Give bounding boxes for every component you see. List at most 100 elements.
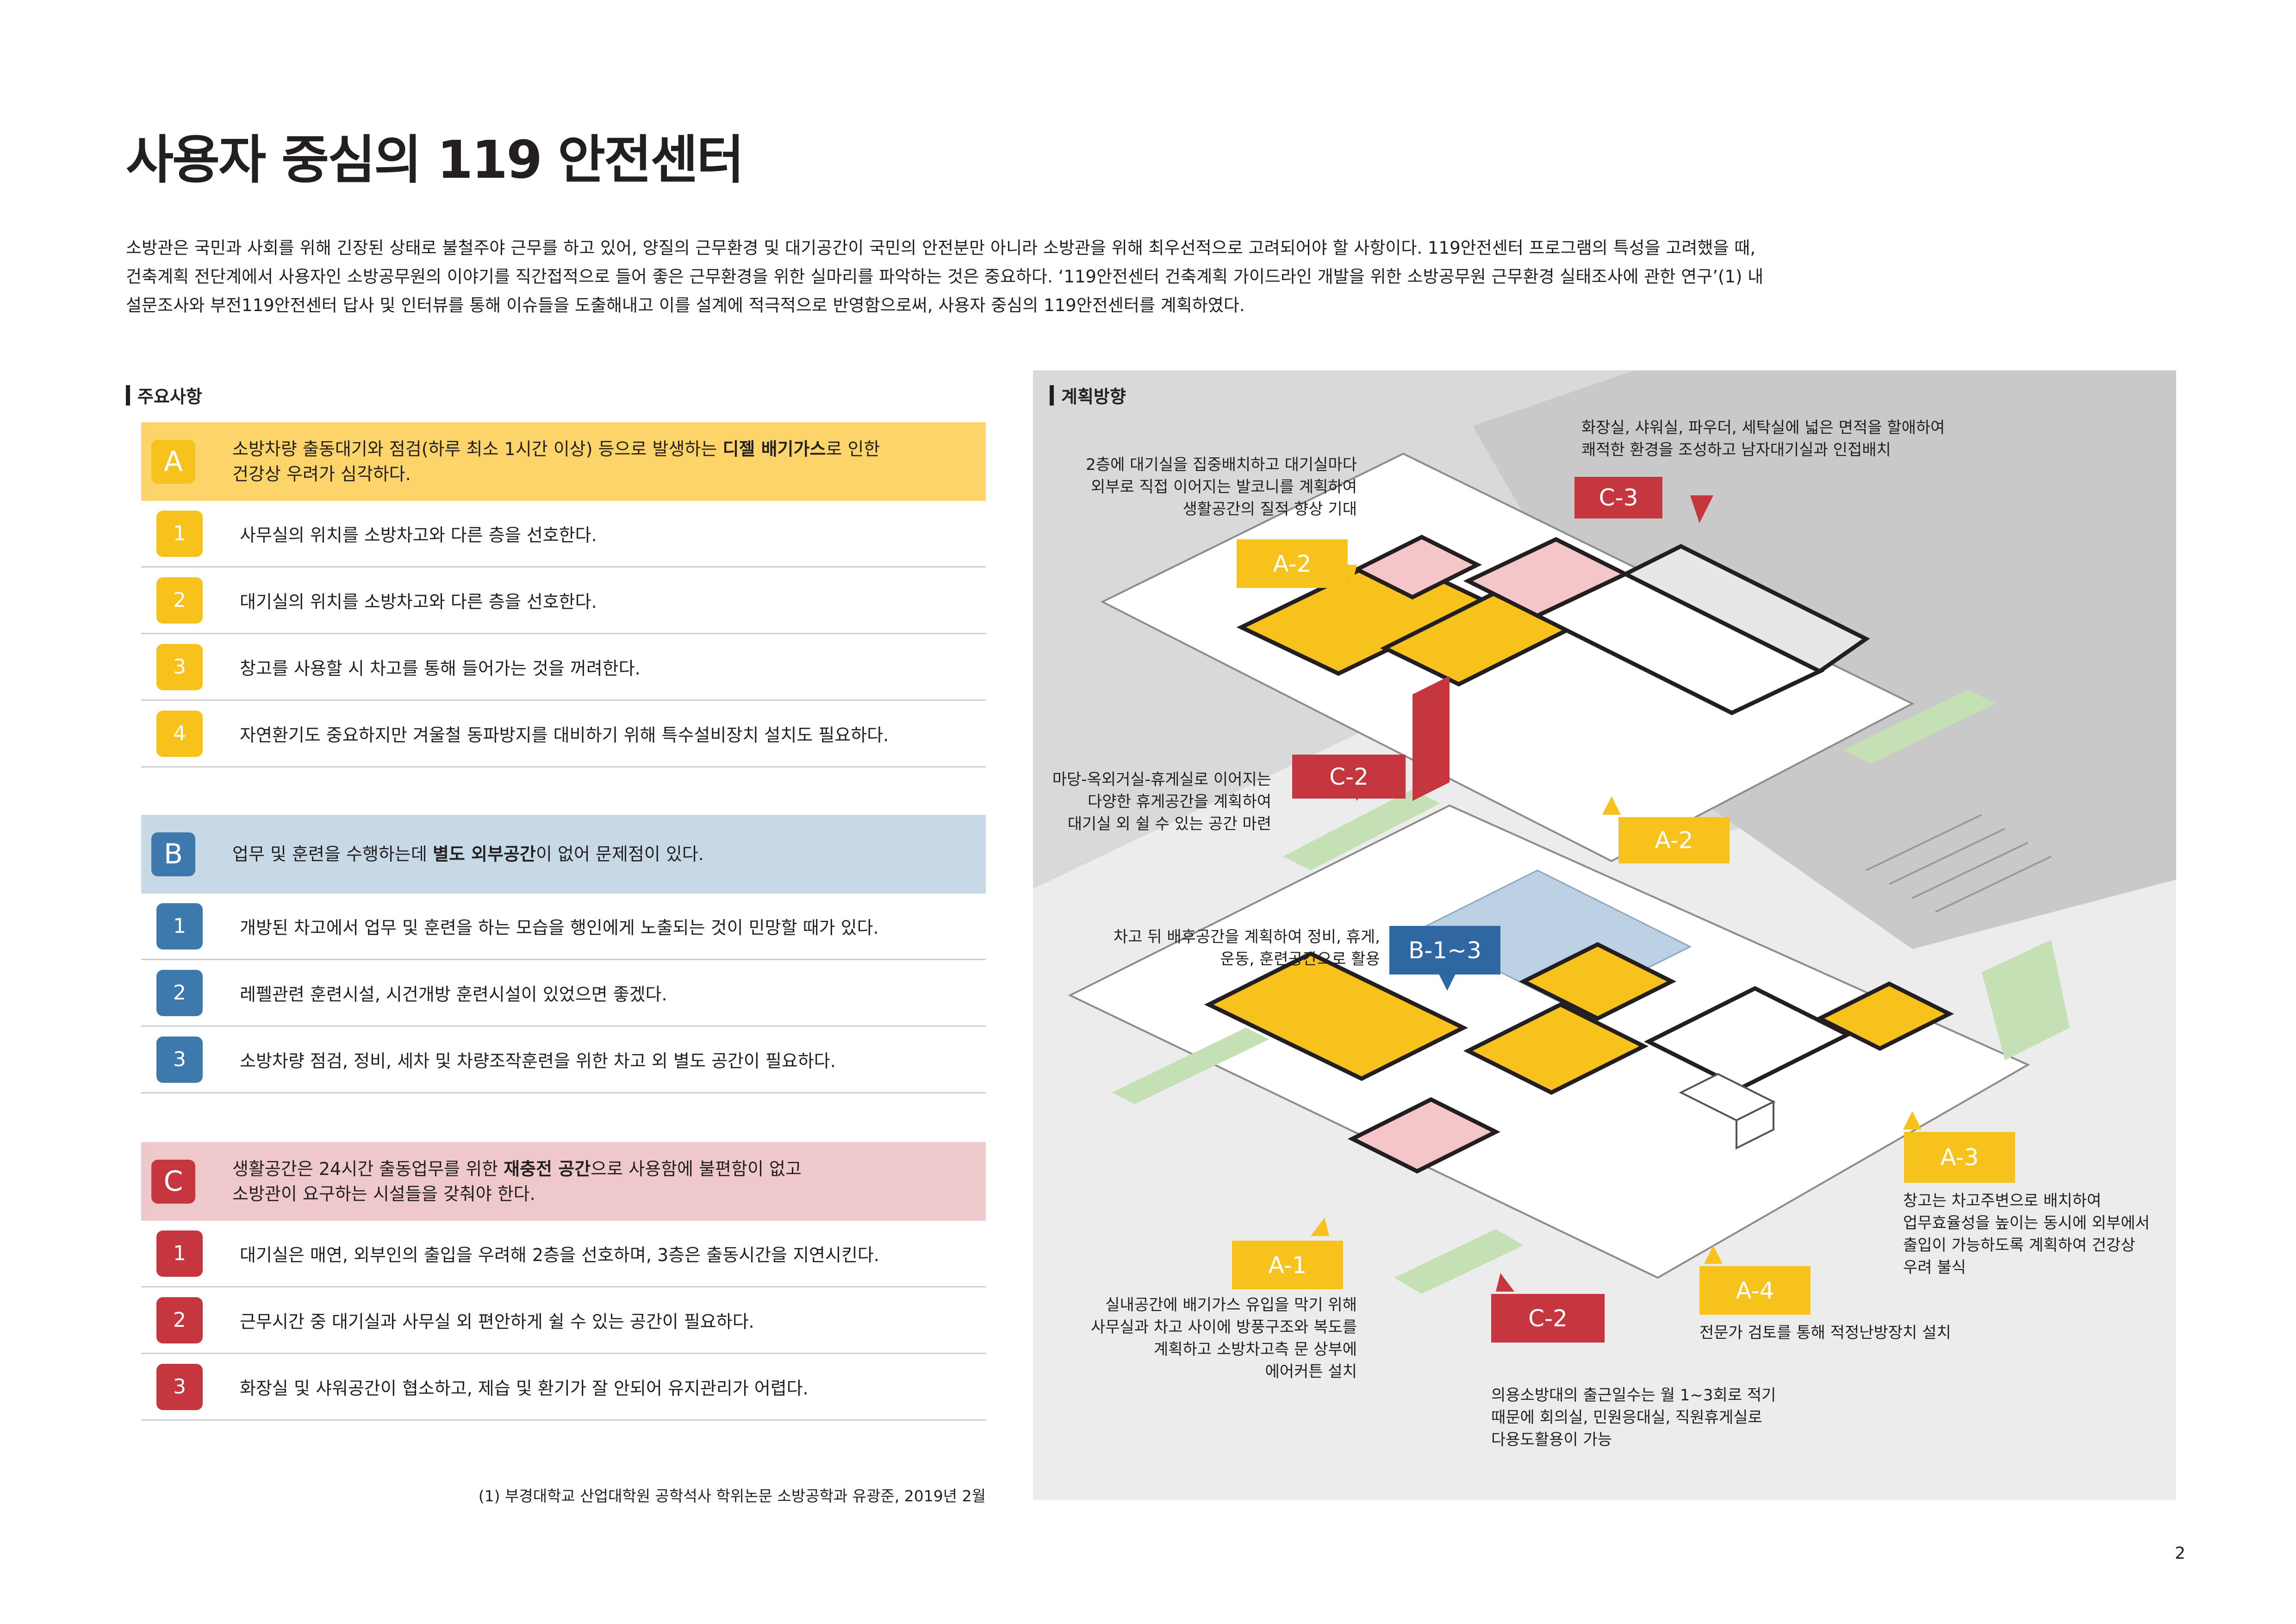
parking-lines [1866,814,2052,913]
fire-truck [1679,1073,1776,1150]
callout-line: 전문가 검토를 통해 적정난방장치 설치 [1699,1324,1951,1342]
pointer [1704,1245,1723,1264]
callout-line: 때문에 회의실, 민원응대실, 직원휴게실로 [1491,1408,1762,1427]
callout-line: 화장실, 샤워실, 파우더, 세탁실에 넓은 면적을 할애하여 [1581,418,1945,437]
statement-emphasis: 디젤 배기가스 [722,439,826,459]
heading-bar [126,385,130,406]
group-c-badge: C [151,1159,195,1204]
upper-building [1236,534,1870,716]
statement-text: 생활공간은 24시간 출동업무를 위한 [232,1159,504,1179]
item-number: 1 [156,510,203,557]
item-number: 3 [156,643,203,690]
section-heading-key-issues: 주요사항 [126,382,202,408]
intro-line: 건축계획 전단계에서 사용자인 소방공무원의 이야기를 직간접적으로 들어 좋은… [126,267,1764,287]
tag-a1: A-1 [1232,1241,1343,1289]
page-title: 사용자 중심의 119 안전센터 [126,130,744,190]
statement-text: 으로 사용함에 불편함이 없고 [591,1159,802,1179]
callout-line: 대기실 외 쉴 수 있는 공간 마련 [1067,815,1271,833]
callout-line: 에어커튼 설치 [1265,1362,1357,1381]
group-c: C 생활공간은 24시간 출동업무를 위한 재충전 공간으로 사용함에 불편함이… [141,1142,986,1421]
section-heading-label: 주요사항 [137,387,202,407]
callout-line: 실내공간에 배기가스 유입을 막기 위해 [1105,1296,1357,1314]
statement-text: 로 인한 [826,439,880,459]
callout-line: 다용도활용이 가능 [1491,1430,1612,1449]
intro-line: 소방관은 국민과 사회를 위해 긴장된 상태로 불철주야 근무를 하고 있어, … [126,238,1756,258]
callout-b1-3: 차고 뒤 배후공간을 계획하여 정비, 휴게, 운동, 훈련공간으로 활용 [1114,926,1380,970]
group-b-header: B 업무 및 훈련을 수행하는데 별도 외부공간이 없어 문제점이 있다. [141,815,986,893]
statement-emphasis: 별도 외부공간 [432,844,536,864]
item-text: 사무실의 위치를 소방차고와 다른 층을 선호한다. [240,525,597,545]
callout-line: 운동, 훈련공간으로 활용 [1220,950,1380,968]
item-text: 소방차량 점검, 정비, 세차 및 차량조작훈련을 위한 차고 외 별도 공간이… [240,1051,836,1071]
pointer [1690,495,1713,523]
statement-text: 소방관이 요구하는 시설들을 갖춰야 한다. [232,1184,535,1204]
list-item: 3 창고를 사용할 시 차고를 통해 들어가는 것을 꺼려한다. [141,634,986,701]
item-text: 개방된 차고에서 업무 및 훈련을 하는 모습을 행인에게 노출되는 것이 민망… [240,918,879,938]
list-item: 2 근무시간 중 대기실과 사무실 외 편안하게 쉴 수 있는 공간이 필요하다. [141,1287,986,1354]
callout-line: 계획하고 소방차고측 문 상부에 [1153,1340,1357,1359]
footnote: (1) 부경대학교 산업대학원 공학석사 학위논문 소방공학과 유광준, 201… [478,1487,986,1505]
isometric-site-plan: C-3 A-2 C-2 A-2 B-1~3 A-3 A-1 A-4 C-2 화장… [1033,370,2176,1500]
section-heading-plan-direction: 계획방향 [1050,382,1126,408]
lawn [1982,940,2070,1060]
item-text: 자연환기도 중요하지만 겨울철 동파방지를 대비하기 위해 특수설비장치 설치도… [240,725,889,745]
statement-text: 업무 및 훈련을 수행하는데 [232,844,433,864]
item-number: 3 [156,1036,203,1083]
intro-paragraph: 소방관은 국민과 사회를 위해 긴장된 상태로 불철주야 근무를 하고 있어, … [126,234,2033,320]
lawn [1283,789,1440,870]
heading-bar [1050,385,1054,406]
item-number: 2 [156,1297,203,1343]
list-item: 1 사무실의 위치를 소방차고와 다른 층을 선호한다. [141,501,986,568]
item-text: 대기실의 위치를 소방차고와 다른 층을 선호한다. [240,592,597,612]
item-text: 창고를 사용할 시 차고를 통해 들어가는 것을 꺼려한다. [240,658,641,679]
callout-line: 외부로 직접 이어지는 발코니를 계획하여 [1091,478,1357,496]
item-number: 4 [156,710,203,757]
statement-text: 이 없어 문제점이 있다. [535,844,704,864]
intro-line: 설문조사와 부전119안전센터 답사 및 인터뷰를 통해 이슈들을 도출해내고 … [126,295,1245,315]
item-number: 2 [156,969,203,1016]
pointer [1496,1273,1514,1292]
callout-a1: 실내공간에 배기가스 유입을 막기 위해 사무실과 차고 사이에 방풍구조와 복… [1091,1294,1357,1383]
tag-a3: A-3 [1904,1132,2015,1183]
item-number: 1 [156,1230,203,1277]
callout-a2: 2층에 대기실을 집중배치하고 대기실마다 외부로 직접 이어지는 발코니를 계… [1086,454,1357,520]
callout-c2-lower: 의용소방대의 출근일수는 월 1~3회로 적기 때문에 회의실, 민원응대실, … [1491,1384,1776,1451]
group-b-badge: B [151,832,195,876]
tag-a2-upper: A-2 [1237,539,1348,588]
lawn [1843,690,1996,764]
item-text: 근무시간 중 대기실과 사무실 외 편안하게 쉴 수 있는 공간이 필요하다. [240,1312,754,1332]
statement-text: 건강상 우려가 심각하다. [232,464,411,484]
tag-c3: C-3 [1574,477,1662,518]
list-item: 4 자연환기도 중요하지만 겨울철 동파방지를 대비하기 위해 특수설비장치 설치… [141,701,986,768]
item-text: 레펠관련 훈련시설, 시건개방 훈련시설이 있었으면 좋겠다. [240,984,667,1005]
red-wall [1412,676,1450,801]
list-item: 1 대기실은 매연, 외부인의 출입을 우려해 2층을 선호하며, 3층은 출동시… [141,1221,986,1287]
callout-line: 업무효율성을 높이는 동시에 외부에서 [1903,1214,2150,1232]
callout-line: 차고 뒤 배후공간을 계획하여 정비, 휴게, [1113,928,1380,946]
lower-building [1204,942,1954,1174]
group-c-statement: 생활공간은 24시간 출동업무를 위한 재충전 공간으로 사용함에 불편함이 없… [232,1156,802,1206]
tag-a4: A-4 [1699,1266,1811,1315]
callout-c2-middle: 마당-옥외거실-휴게실로 이어지는 다양한 휴게공간을 계획하여 대기실 외 쉴… [1052,768,1271,835]
item-text: 화장실 및 샤워공간이 협소하고, 제습 및 환기가 잘 안되어 유지관리가 어… [240,1378,809,1399]
group-a-badge: A [151,439,195,484]
callout-line: 창고는 차고주변으로 배치하여 [1903,1192,2102,1210]
item-number: 2 [156,577,203,624]
callout-line: 생활공간의 질적 향상 기대 [1182,500,1357,518]
page-number: 2 [2175,1544,2185,1563]
callout-line: 의용소방대의 출근일수는 월 1~3회로 적기 [1491,1386,1776,1405]
callout-c3: 화장실, 샤워실, 파우더, 세탁실에 넓은 면적을 할애하여 쾌적한 환경을 … [1581,417,1945,461]
tag-c2-middle: C-2 [1292,755,1406,799]
callout-line: 마당-옥외거실-휴게실로 이어지는 [1052,770,1271,789]
callout-line: 쾌적한 환경을 조성하고 남자대기실과 인접배치 [1581,441,1891,459]
callout-line: 2층에 대기실을 집중배치하고 대기실마다 [1086,456,1357,474]
callout-a4: 전문가 검토를 통해 적정난방장치 설치 [1699,1322,1951,1344]
tag-c2-lower: C-2 [1491,1294,1605,1343]
callout-line: 우려 불식 [1903,1258,1966,1277]
item-text: 대기실은 매연, 외부인의 출입을 우려해 2층을 선호하며, 3층은 출동시간… [240,1245,879,1265]
item-number: 3 [156,1363,203,1410]
pointer [1311,1218,1329,1236]
pointer [1903,1111,1922,1130]
